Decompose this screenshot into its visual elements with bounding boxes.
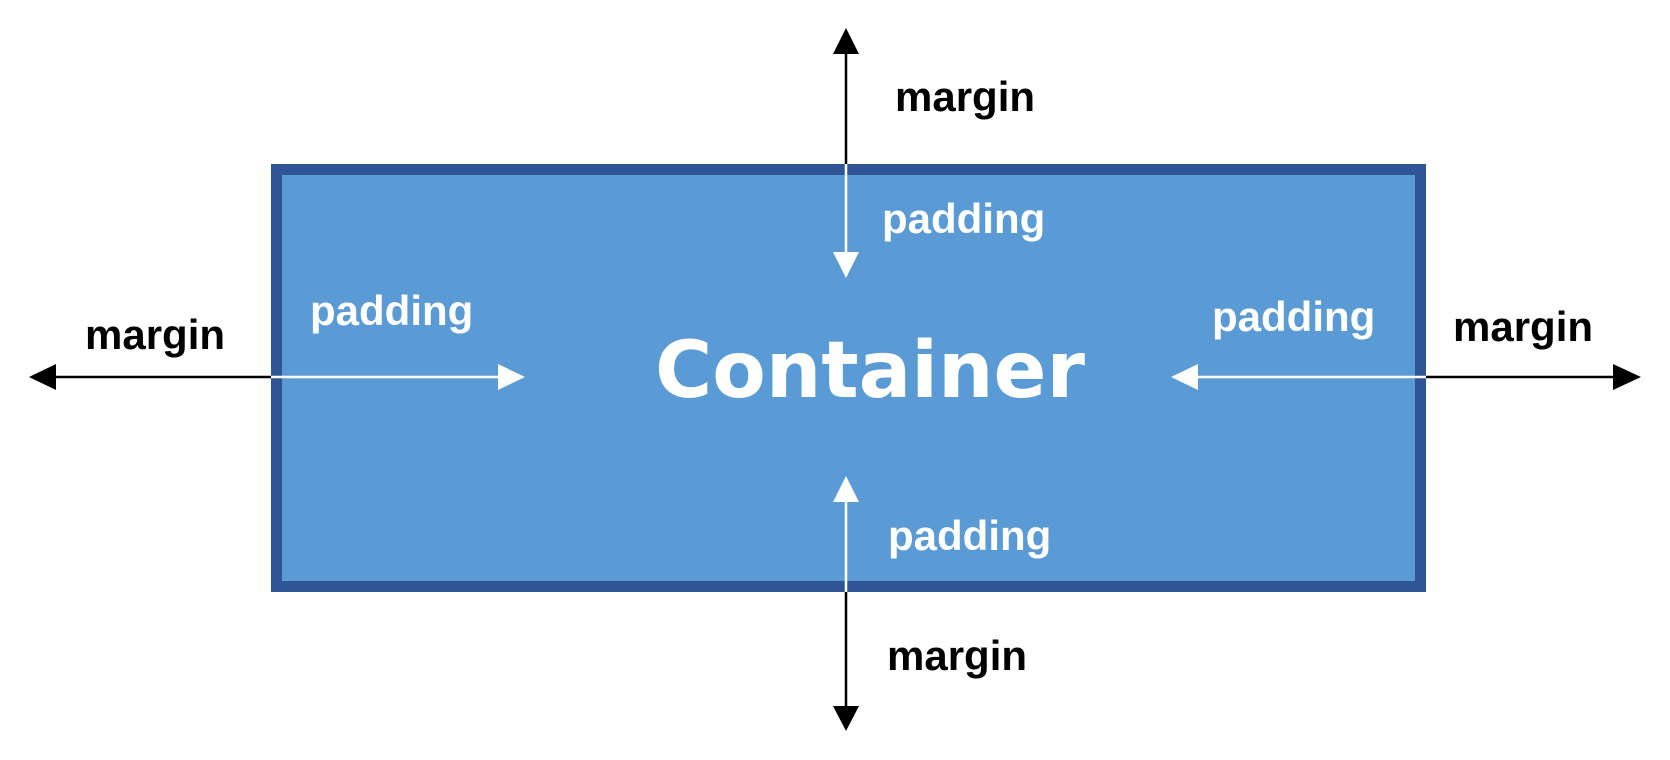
padding-label-top: padding xyxy=(882,195,1046,242)
padding-arrow-bottom-head xyxy=(833,476,859,502)
padding-label-left: padding xyxy=(310,287,474,334)
margin-label-top: margin xyxy=(895,73,1036,120)
padding-arrow-right-head xyxy=(1171,364,1198,390)
padding-arrow-top-head xyxy=(833,252,859,278)
margin-arrow-bottom-head xyxy=(833,706,859,731)
padding-arrow-left-head xyxy=(498,364,525,390)
container-title: Container xyxy=(655,326,1085,416)
margin-label-left: margin xyxy=(85,311,226,358)
margin-arrow-right-head xyxy=(1613,364,1641,390)
padding-label-bottom: padding xyxy=(888,512,1052,559)
margin-arrow-top-head xyxy=(833,28,859,54)
padding-label-right: padding xyxy=(1212,293,1376,340)
margin-label-bottom: margin xyxy=(887,632,1028,679)
margin-arrow-left-head xyxy=(29,364,56,390)
margin-label-right: margin xyxy=(1453,303,1594,350)
